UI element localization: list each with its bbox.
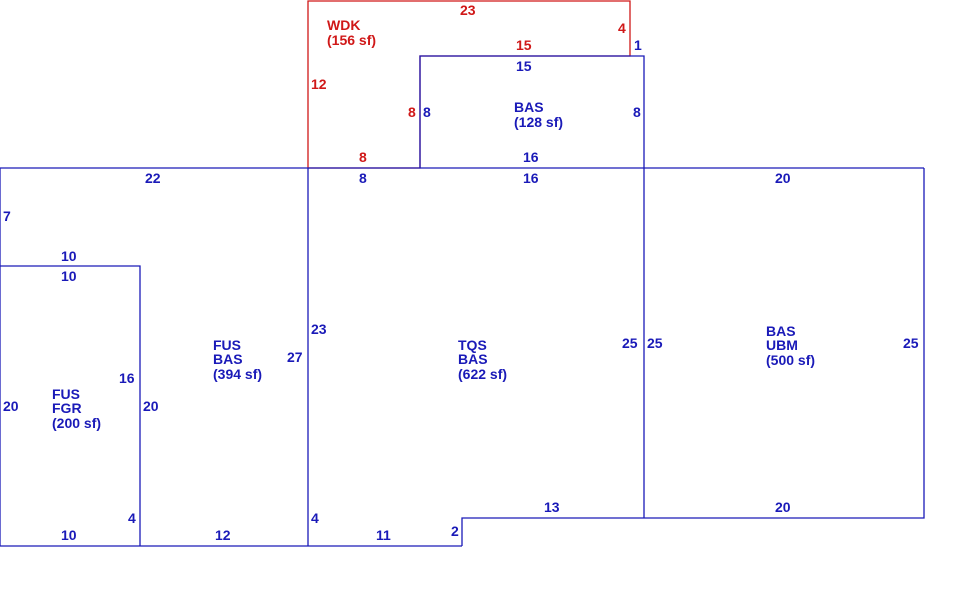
bas-top-outline: [419, 55, 645, 168]
bas-ubm-line2: UBM: [766, 337, 798, 353]
dim-wdk-upper-inner: 15: [516, 37, 532, 53]
fus-bas-line2: BAS: [213, 351, 243, 367]
dim-tqs-bottom-left: 11: [376, 527, 391, 543]
dim-left-top: 22: [145, 170, 161, 186]
area-labels: WDK (156 sf) BAS (128 sf) FUS BAS (394 s…: [52, 17, 815, 431]
tqs-bas-line2: BAS: [458, 351, 488, 367]
tqs-bas-area: (622 sf): [458, 366, 507, 382]
dim-wdk-bottom: 8: [359, 149, 367, 165]
dim-bas-top-top: 15: [516, 58, 532, 74]
dim-wdk-top: 23: [460, 2, 476, 18]
sketch-outline: [0, 0, 925, 547]
dim-wdk-left: 12: [311, 76, 327, 92]
dim-left-short: 7: [3, 208, 11, 224]
wdk-code-label: WDK: [327, 17, 360, 33]
dim-ubm-bottom: 20: [775, 499, 791, 515]
dim-fus-bottom: 12: [215, 527, 231, 543]
tqs-step: [461, 168, 925, 546]
bas-top-code-label: BAS: [514, 99, 544, 115]
dim-wdk-inner-vertical: 8: [408, 104, 416, 120]
dim-tqs-left: 23: [311, 321, 327, 337]
dim-tqs-step: 2: [451, 523, 459, 539]
fus-fgr-line1: FUS: [52, 386, 80, 402]
dim-ubm-left: 25: [647, 335, 663, 351]
dim-wdk-right: 4: [618, 20, 626, 36]
dim-fgr-right: 16: [119, 370, 135, 386]
dim-ubm-top: 20: [775, 170, 791, 186]
dim-bas-top-left: 8: [423, 104, 431, 120]
dim-fgr-top-inner: 10: [61, 268, 77, 284]
dim-fus-left: 20: [143, 398, 159, 414]
dim-ubm-right: 25: [903, 335, 919, 351]
dim-fus-right: 27: [287, 349, 303, 365]
fus-bas-area: (394 sf): [213, 366, 262, 382]
fus-fgr-line2: FGR: [52, 400, 82, 416]
dim-tqs-top-left: 8: [359, 170, 367, 186]
fgr-outline: [0, 265, 141, 546]
dim-tqs-right: 25: [622, 335, 638, 351]
dim-tqs-top-right: 16: [523, 170, 539, 186]
bas-top-area-label: (128 sf): [514, 114, 563, 130]
wdk-area-label: (156 sf): [327, 32, 376, 48]
bas-ubm-line1: BAS: [766, 323, 796, 339]
bas-ubm-area: (500 sf): [766, 352, 815, 368]
dimension-labels: 23 4 15 12 8 8 1 15 8 8 16 22 7 10 10 16…: [3, 2, 919, 543]
dim-fgr-small: 4: [128, 510, 136, 526]
fus-fgr-area: (200 sf): [52, 415, 101, 431]
dim-fgr-left: 20: [3, 398, 19, 414]
dim-bas-top-one: 1: [634, 37, 642, 53]
dim-bas-top-bottom: 16: [523, 149, 539, 165]
tqs-bas-line1: TQS: [458, 337, 487, 353]
dim-bas-top-right: 8: [633, 104, 641, 120]
fus-bas-line1: FUS: [213, 337, 241, 353]
dim-fgr-top-outer: 10: [61, 248, 77, 264]
dim-tqs-small: 4: [311, 510, 319, 526]
dim-tqs-bottom-right: 13: [544, 499, 560, 515]
dim-fgr-bottom: 10: [61, 527, 77, 543]
